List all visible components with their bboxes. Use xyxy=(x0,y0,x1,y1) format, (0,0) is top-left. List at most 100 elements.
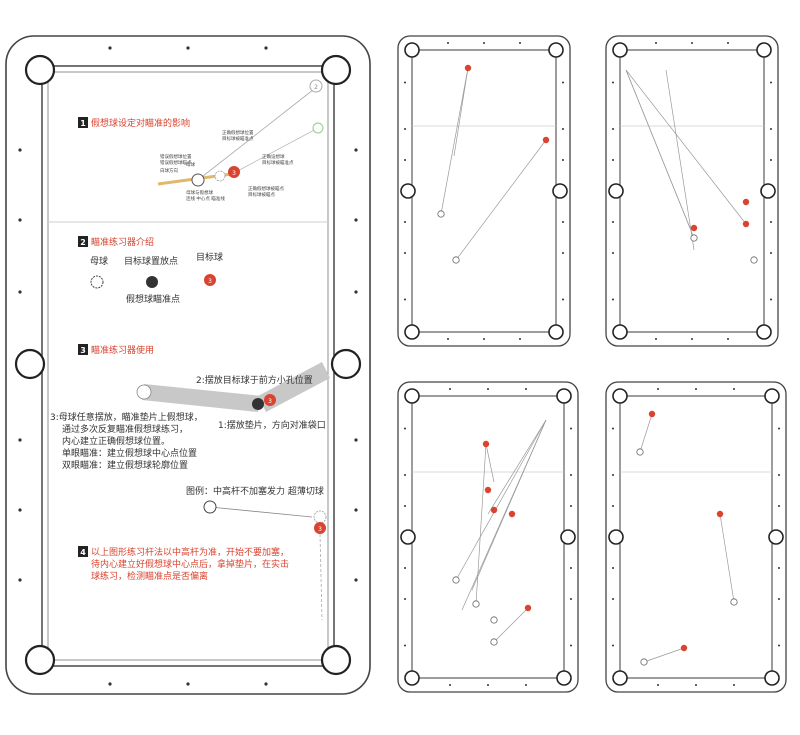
diamond-marker xyxy=(525,388,527,390)
diagram1-label-0: 正确假想球位置 xyxy=(222,129,254,136)
diamond-marker xyxy=(612,128,614,130)
pocket xyxy=(612,42,628,58)
table-cushion xyxy=(47,71,329,661)
object-ball xyxy=(742,220,750,228)
diamond-marker xyxy=(612,567,614,569)
diamond-marker xyxy=(695,388,697,390)
diamond-marker xyxy=(404,598,406,600)
diamond-marker xyxy=(733,388,735,390)
diamond-marker xyxy=(691,42,693,44)
diamond-marker xyxy=(612,81,614,84)
cue-ball xyxy=(452,256,460,264)
diamond-marker xyxy=(778,505,780,507)
diagram1-label-6: 正确设想球 xyxy=(262,153,285,160)
diamond-marker xyxy=(778,644,780,647)
shot-line xyxy=(625,69,747,225)
diamond-marker xyxy=(612,644,614,647)
diamond-marker xyxy=(404,644,406,647)
diamond-marker xyxy=(404,159,406,161)
diagram1-label-9: 目标球被瞄点 xyxy=(248,191,275,198)
step-3-line-4: 单眼瞄准：建立假想球中心点位置 xyxy=(62,447,197,459)
step-3-line-5: 双眼瞄准：建立假想球轮廓位置 xyxy=(62,459,188,471)
diamond-marker xyxy=(657,388,659,390)
table-outer-border xyxy=(605,35,779,347)
diamond-marker xyxy=(612,505,614,507)
diamond-marker xyxy=(778,567,780,569)
diamond-marker xyxy=(404,252,406,254)
pocket-mid-left xyxy=(14,348,46,380)
diagram1-label-3: 错误假想球瞄点 xyxy=(160,159,192,166)
pocket xyxy=(608,183,624,199)
cue-ball xyxy=(437,210,445,218)
diamond-marker xyxy=(770,221,772,223)
diamond-marker xyxy=(562,221,564,223)
pocket xyxy=(552,183,568,199)
ball-number-3c: 3 xyxy=(268,398,272,405)
shot-line xyxy=(639,413,653,453)
pocket xyxy=(764,388,780,404)
step-3-line-3: 内心建立正确假想球位置。 xyxy=(62,435,170,447)
section-4: 4 以上图形练习杆法以中高杆为准，开始不要加塞， 待内心建立好假想球中心点后，拿… xyxy=(78,546,289,582)
diamond-marker xyxy=(612,221,614,223)
diagram1-label-11: 连线 中心点 瞄准线 xyxy=(186,195,225,202)
cue-ball xyxy=(472,600,480,608)
pocket xyxy=(404,324,420,340)
diagram1-label-10: 母球与假想球 xyxy=(186,189,213,196)
pocket xyxy=(608,529,624,545)
cue-ball xyxy=(452,576,460,584)
diamond-marker xyxy=(778,474,780,476)
table-outer-border xyxy=(5,35,371,695)
practice-table-bottom-right xyxy=(605,381,787,693)
diamond-marker xyxy=(562,159,564,161)
pocket-bottom-left xyxy=(24,644,56,676)
diagram1-label-1: 目标球被瞄准点 xyxy=(222,135,254,142)
practice-table-bottom-left xyxy=(397,381,579,693)
step-2-text: 2:摆放目标球于前方小孔位置 xyxy=(196,374,313,386)
diamond-marker xyxy=(655,338,657,340)
shot-line xyxy=(625,69,695,239)
diamond-marker xyxy=(727,338,729,340)
target-ball xyxy=(204,274,216,286)
diamond-marker xyxy=(778,427,780,430)
object-ball xyxy=(648,410,656,418)
pocket xyxy=(756,42,772,58)
diamond-marker xyxy=(525,684,527,686)
pocket xyxy=(612,388,628,404)
pocket xyxy=(612,670,628,686)
table-outer-border xyxy=(397,35,571,347)
diamond-marker xyxy=(404,298,406,301)
object-ball xyxy=(716,510,724,518)
diamond-marker xyxy=(404,128,406,130)
diamond-marker xyxy=(404,81,406,84)
diamond-marker xyxy=(483,42,485,44)
diamond-marker xyxy=(404,427,406,430)
section-4-line-2: 球练习，检测瞄准点是否偏离 xyxy=(91,570,208,582)
diamond-marker xyxy=(612,598,614,600)
section-2: 2 瞄准练习器介绍 母球 目标球置放点 目标球 3 假想球瞄准点 xyxy=(78,236,223,305)
diagram1-label-5: 母球 xyxy=(186,161,195,168)
diamond-marker xyxy=(770,159,772,161)
step-1-text: 1:摆放垫片，方向对准袋口 xyxy=(218,419,326,431)
pocket xyxy=(560,529,576,545)
pocket xyxy=(764,670,780,686)
diamond-marker xyxy=(570,644,572,647)
ball-number-3d: 3 xyxy=(318,526,322,533)
pocket xyxy=(768,529,784,545)
diamond-marker xyxy=(612,427,614,430)
diamond-marker xyxy=(519,338,521,340)
diamond-marker xyxy=(449,684,451,686)
section-4-number: 4 xyxy=(80,548,86,557)
diamond-marker xyxy=(770,81,772,84)
diamond-marker xyxy=(404,505,406,507)
diamond-marker xyxy=(770,128,772,130)
legend-text: 图例：中高杆不加塞发力 超薄切球 xyxy=(186,485,324,497)
ball-number-3: 3 xyxy=(232,170,236,177)
section-2-title: 瞄准练习器介绍 xyxy=(91,236,154,248)
pocket-mid-right xyxy=(330,348,362,380)
cue-ball xyxy=(490,638,498,646)
practice-table-top-left xyxy=(397,35,571,347)
section-4-line-1: 待内心建立好假想球中心点后，拿掉垫片，在实击 xyxy=(91,558,289,570)
object-ball xyxy=(524,604,532,612)
diagram1-label-4: 白球方向 xyxy=(160,167,178,174)
